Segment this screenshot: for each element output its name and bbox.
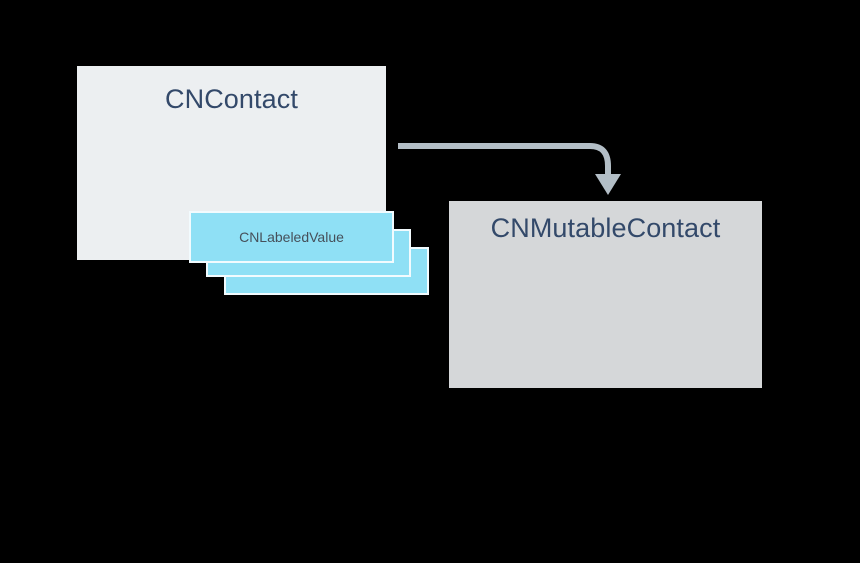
arrow-shaft: [398, 143, 611, 175]
labeled-value-card-label: CNLabeledValue: [239, 229, 344, 245]
panel-cncontact-title: CNContact: [165, 84, 298, 114]
arrow-head: [595, 174, 621, 195]
labeled-value-card-front: CNLabeledValue: [189, 211, 394, 263]
cncontact-labeled-value-stack: CNLabeledValue: [189, 211, 429, 306]
panel-cncontact: CNContact CNLabeledValue: [77, 66, 429, 295]
panel-cnmutablecontact: CNMutableContact CNLabeledValue: [449, 201, 762, 388]
panel-cnmutablecontact-title: CNMutableContact: [490, 213, 721, 243]
diagram-canvas: CNContact CNLabeledValue CNMutableContac…: [77, 66, 762, 388]
mutable-copy-arrow: [398, 143, 621, 195]
